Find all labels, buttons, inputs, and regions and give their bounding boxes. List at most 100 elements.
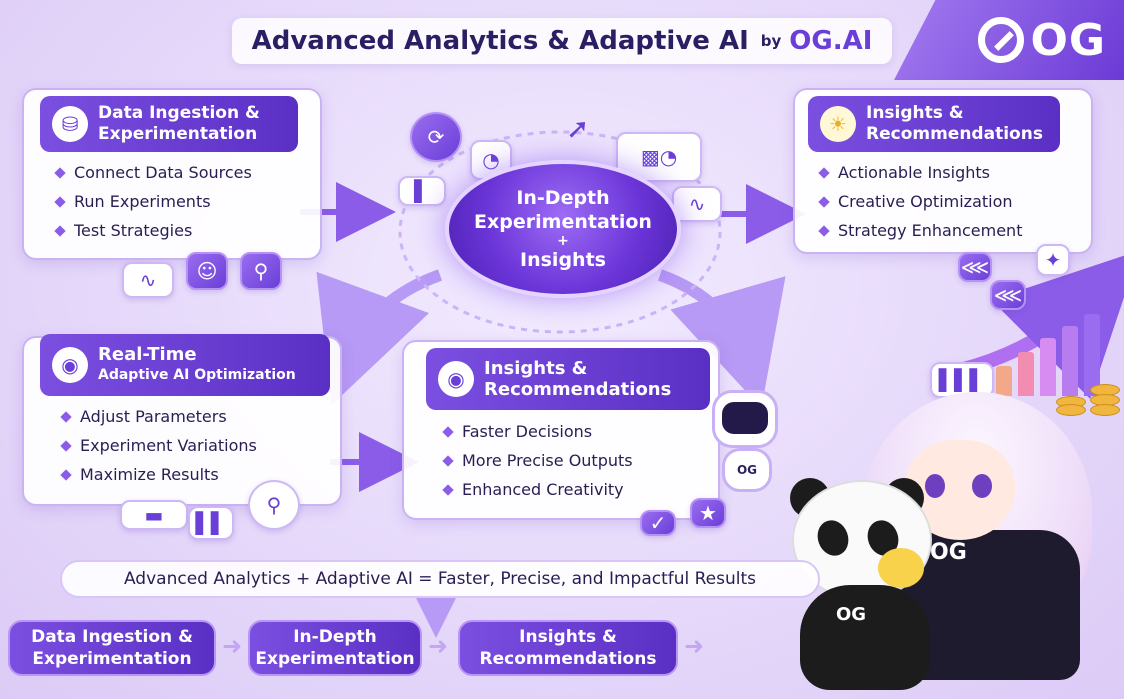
- title-by: by: [760, 32, 782, 50]
- hub-line-3: +: [557, 233, 569, 249]
- coin-icon: [1090, 404, 1120, 416]
- line-chart-icon: ∿: [122, 262, 174, 298]
- chat-icon: ⋘: [958, 252, 992, 282]
- refresh-icon: ⟳: [410, 112, 462, 162]
- logo-ring-icon: [978, 17, 1025, 63]
- robot-icon: ◉: [52, 347, 88, 383]
- flow-step-insights: Insights & Recommendations: [458, 620, 678, 676]
- hub-line-4: Insights: [520, 249, 606, 271]
- flow-step-ingestion-line-2: Experimentation: [32, 649, 192, 669]
- cursor-arrow-icon: ➚: [566, 112, 590, 145]
- list-item: Run Experiments: [54, 187, 252, 216]
- bullet-icon: [60, 468, 72, 481]
- coin-icon: [1056, 404, 1086, 416]
- bar-chart-icon: ▌: [398, 176, 446, 206]
- flow-arrow-icon: ➜: [684, 632, 705, 660]
- flow-step-ingestion: Data Ingestion & Experimentation: [8, 620, 216, 676]
- bullet-icon: [818, 166, 830, 179]
- bullet-icon: [54, 166, 66, 179]
- card-insights-top-list: Actionable Insights Creative Optimizatio…: [818, 158, 1022, 245]
- bullet-icon: [54, 195, 66, 208]
- card-insights-top-title-2: Recommendations: [866, 124, 1043, 144]
- hub-line-2: Experimentation: [474, 211, 652, 233]
- card-data-ingestion-list: Connect Data Sources Run Experiments Tes…: [54, 158, 252, 245]
- bullet-icon: [442, 454, 454, 467]
- card-data-ingestion-title-1: Data Ingestion &: [98, 103, 260, 123]
- list-item: More Precise Outputs: [442, 446, 633, 475]
- users-icon: ☺: [186, 252, 228, 290]
- bar-chart-small-icon: ▌▌: [188, 506, 234, 540]
- mascot-eye: [925, 474, 945, 498]
- list-item: Test Strategies: [54, 216, 252, 245]
- flow-step-experimentation-line-2: Experimentation: [255, 649, 415, 669]
- bullet-icon: [60, 439, 72, 452]
- list-item: Faster Decisions: [442, 417, 633, 446]
- growth-bar: [1018, 352, 1034, 396]
- bullet-icon: [54, 224, 66, 237]
- list-item: Adjust Parameters: [60, 402, 257, 431]
- flow-step-experimentation-line-1: In-Depth: [293, 627, 377, 647]
- card-realtime-list: Adjust Parameters Experiment Variations …: [60, 402, 257, 489]
- hoodie-text: OG: [930, 540, 967, 565]
- card-realtime-header: ◉ Real-Time Adaptive AI Optimization: [40, 334, 330, 396]
- bullet-icon: [60, 410, 72, 423]
- robot-icon: ◉: [438, 361, 474, 397]
- mascot-eye: [972, 474, 992, 498]
- search-icon: ⚲: [240, 252, 282, 290]
- flow-step-ingestion-line-1: Data Ingestion &: [31, 627, 193, 647]
- chick-plush: [878, 548, 924, 588]
- growth-bar: [1084, 314, 1100, 396]
- dashboard-icon: ▬: [120, 500, 188, 530]
- sparkle-chat-icon: ✦: [1036, 244, 1070, 276]
- brand-logo: OG: [894, 0, 1124, 80]
- list-item: Maximize Results: [60, 460, 257, 489]
- panda-body: [800, 585, 930, 690]
- bullet-icon: [818, 195, 830, 208]
- growth-bar: [1040, 338, 1056, 396]
- card-data-ingestion-header: ⛁ Data Ingestion & Experimentation: [40, 96, 298, 152]
- bullet-icon: [442, 483, 454, 496]
- card-realtime-title-1: Real-Time: [98, 344, 197, 365]
- database-icon: ⛁: [52, 106, 88, 142]
- bullet-icon: [442, 425, 454, 438]
- list-item: Creative Optimization: [818, 187, 1022, 216]
- lightbulb-icon: ☀: [820, 106, 856, 142]
- logo-text: OG: [1030, 14, 1106, 66]
- page-title: Advanced Analytics & Adaptive AI: [251, 26, 749, 56]
- robot-mascot-face: [722, 402, 768, 434]
- arrow-hub-to-robot: [657, 269, 786, 409]
- hub-experimentation-insights: In-Depth Experimentation + Insights: [445, 160, 681, 298]
- list-item: Experiment Variations: [60, 431, 257, 460]
- bullet-icon: [818, 224, 830, 237]
- magnifier-icon: ⚲: [248, 480, 300, 530]
- list-item: Strategy Enhancement: [818, 216, 1022, 245]
- arrow-hub-to-realtime: [316, 269, 443, 406]
- chat-bubble-icon: ⋘: [990, 280, 1026, 310]
- panda-shirt-text: OG: [836, 604, 867, 625]
- title-bar: Advanced Analytics & Adaptive AI by OG.A…: [232, 18, 892, 64]
- card-insights-top-header: ☀ Insights & Recommendations: [808, 96, 1060, 152]
- robot-mascot-body: OG: [722, 448, 772, 492]
- list-item: Connect Data Sources: [54, 158, 252, 187]
- star-icon: ★: [690, 498, 726, 528]
- card-insights-mid-list: Faster Decisions More Precise Outputs En…: [442, 417, 633, 504]
- hub-orbit: [398, 130, 722, 334]
- growth-bar: [1062, 326, 1078, 396]
- flow-arrow-icon: ➜: [222, 632, 243, 660]
- card-insights-mid-header: ◉ Insights & Recommendations: [426, 348, 710, 410]
- growth-bar: [996, 366, 1012, 396]
- card-insights-mid-title-1: Insights &: [484, 358, 588, 379]
- flow-step-insights-line-2: Recommendations: [479, 649, 657, 669]
- card-realtime-title-2: Adaptive AI Optimization: [98, 367, 296, 383]
- check-chat-icon: ✓: [640, 510, 676, 536]
- card-data-ingestion-title-2: Experimentation: [98, 124, 258, 144]
- flow-step-experimentation: In-Depth Experimentation: [248, 620, 422, 676]
- card-insights-top-title-1: Insights &: [866, 103, 964, 123]
- list-item: Actionable Insights: [818, 158, 1022, 187]
- title-brand: OG.AI: [789, 26, 873, 56]
- card-insights-mid-title-2: Recommendations: [484, 379, 672, 400]
- trend-icon: ∿: [672, 186, 722, 222]
- equation-banner: Advanced Analytics + Adaptive AI = Faste…: [60, 560, 820, 598]
- hub-line-1: In-Depth: [516, 187, 610, 209]
- list-item: Enhanced Creativity: [442, 475, 633, 504]
